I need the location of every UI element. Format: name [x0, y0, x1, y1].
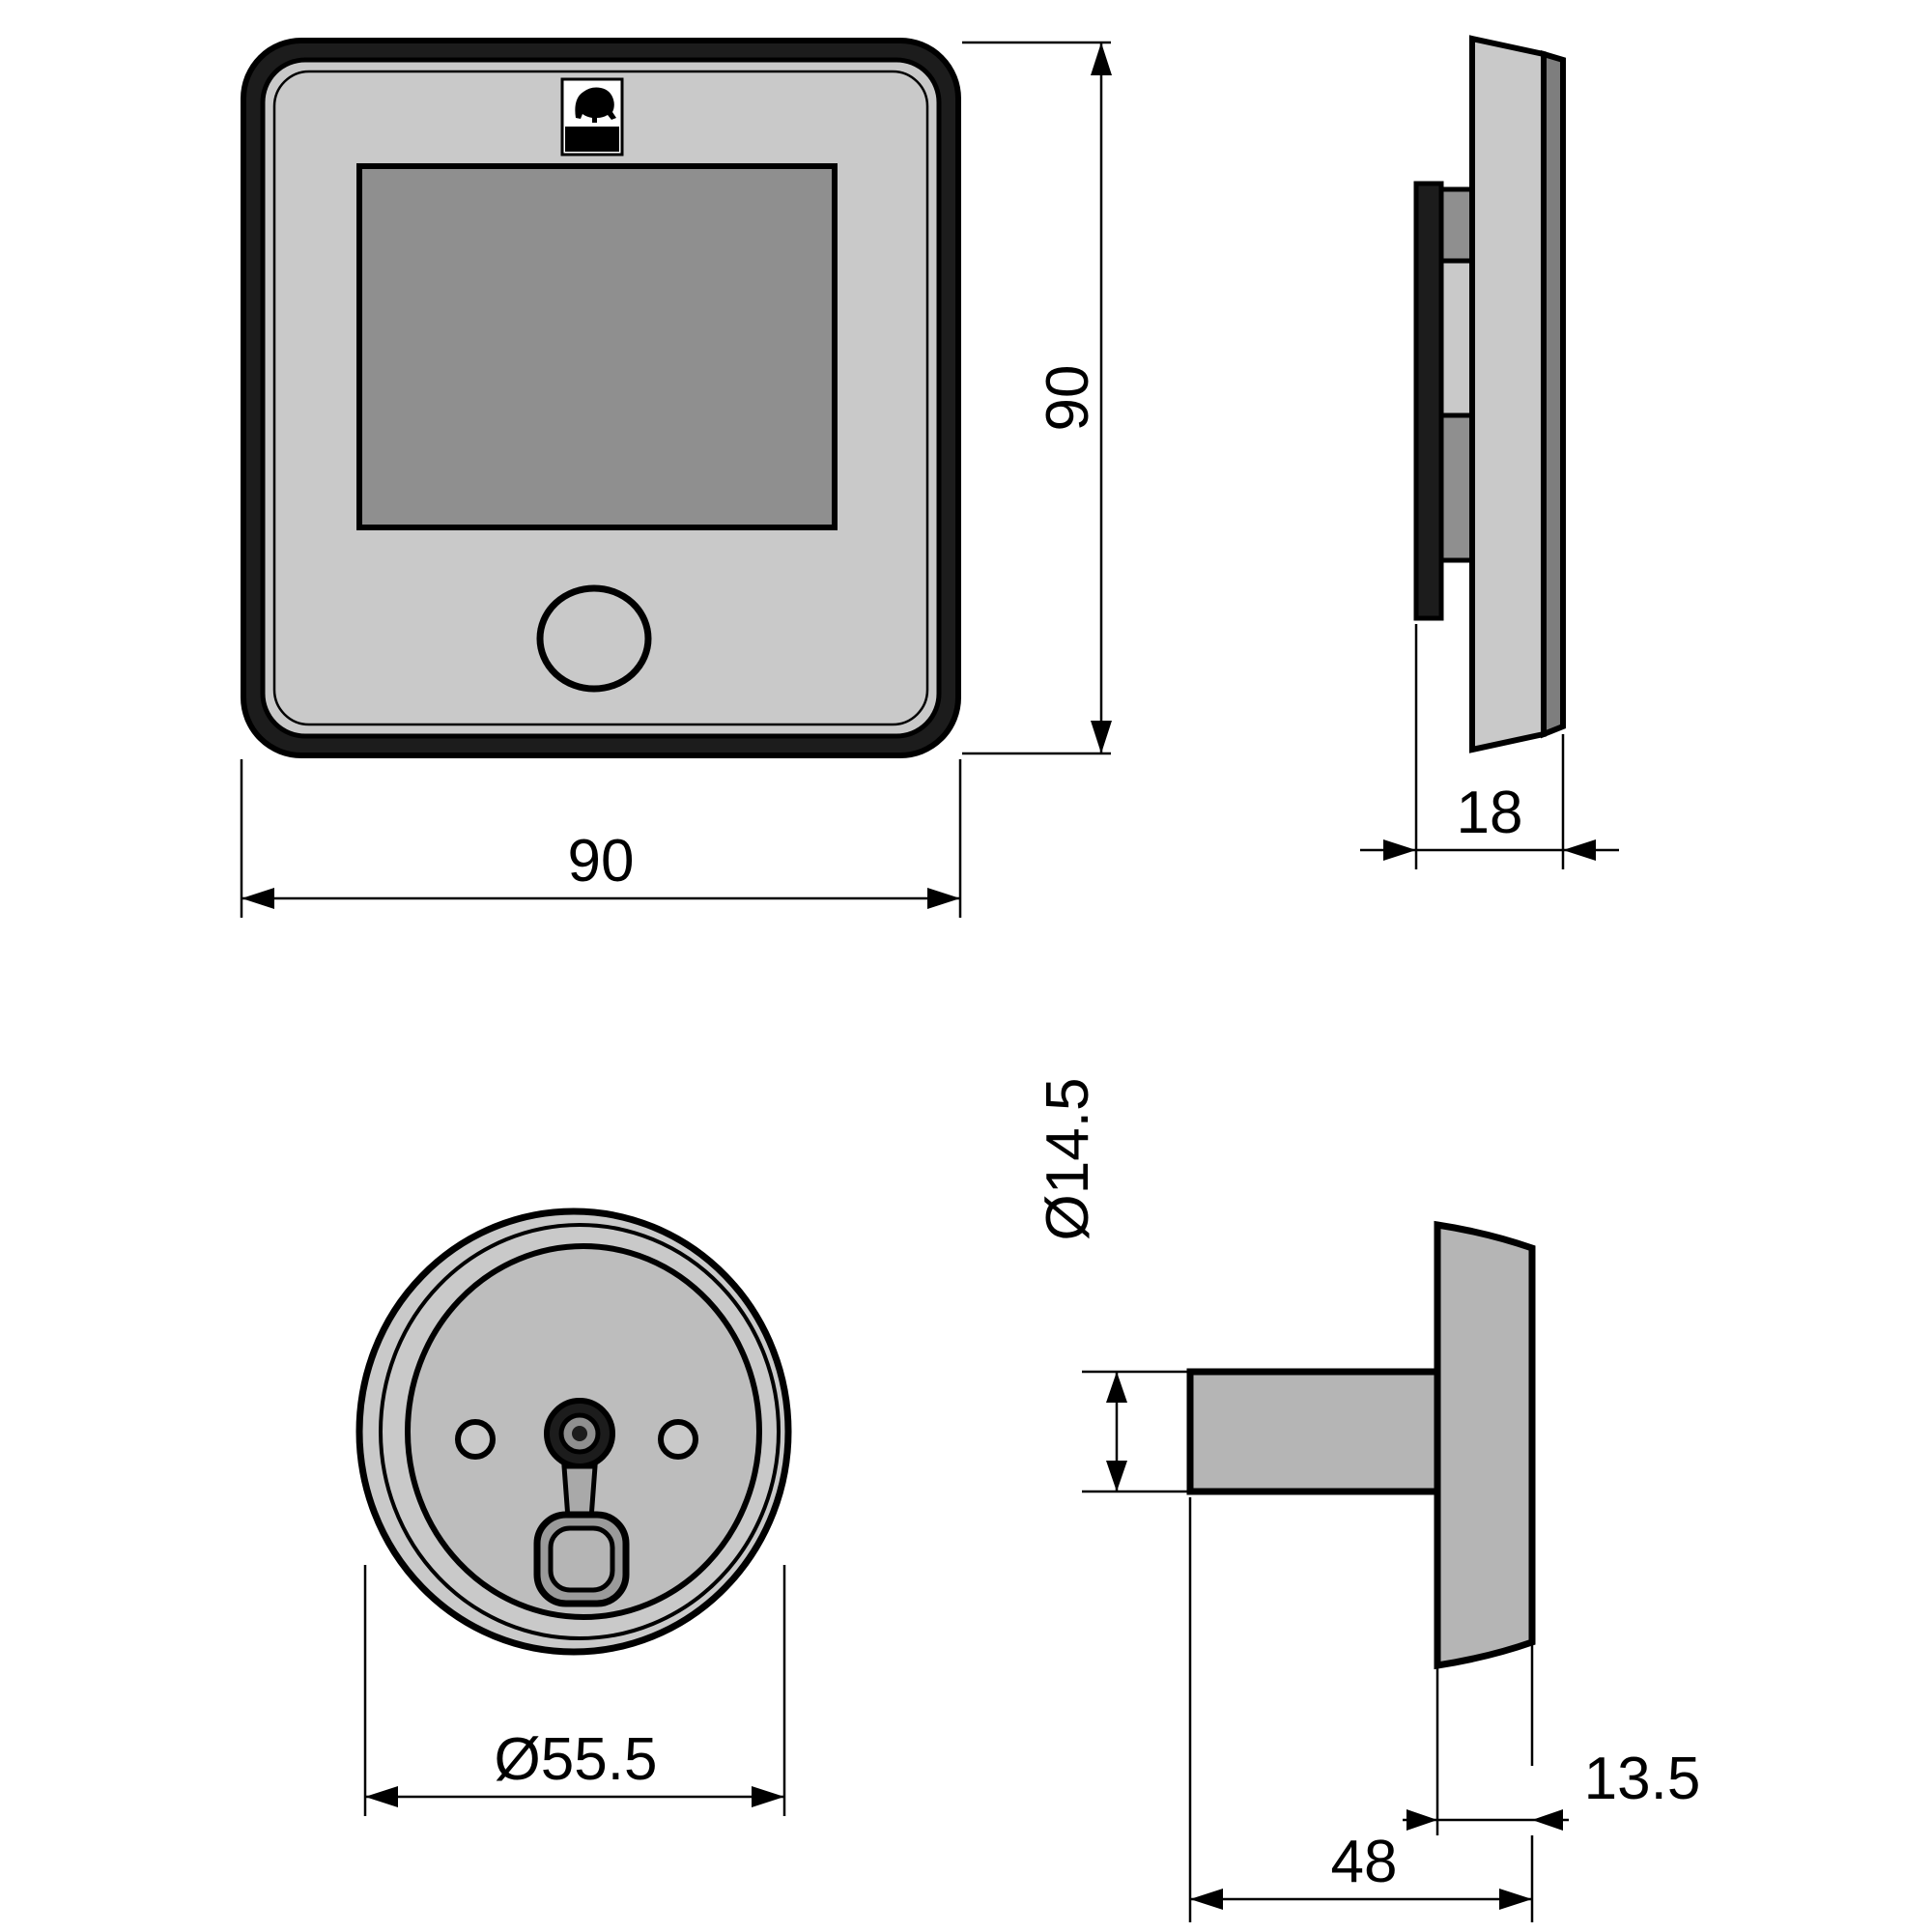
- front-view: BASI 90 90: [240, 38, 1112, 918]
- side-body: [1469, 35, 1547, 753]
- cap-depth-arrow-left: [1406, 1809, 1437, 1831]
- front-width-arrow-left: [242, 888, 274, 909]
- screw-hole-right: [658, 1419, 698, 1460]
- rear-side-view: Ø14.5 13.5 48: [1035, 1078, 1700, 1922]
- rear-dia-arrow-left: [365, 1786, 398, 1807]
- rear-dia-arrow-right: [752, 1786, 784, 1807]
- side-connector-middle: [1438, 258, 1475, 418]
- logo-elephant-icon: [575, 87, 616, 123]
- cap-depth-arrow-right: [1532, 1809, 1563, 1831]
- overall-label: 48: [1331, 1829, 1398, 1895]
- side-connector-upper: [1438, 186, 1475, 264]
- lens-pupil: [572, 1426, 587, 1441]
- shaft-dia-arrow-bottom: [1106, 1461, 1127, 1492]
- front-faceplate-inner-edge: [272, 70, 929, 726]
- rear-round-view: Ø55.5: [355, 1208, 792, 1816]
- front-height-arrow-top: [1091, 43, 1112, 75]
- logo-text: BASI: [567, 128, 618, 152]
- cap-depth-label: 13.5: [1584, 1746, 1701, 1812]
- front-height-arrow-bottom: [1091, 721, 1112, 753]
- overall-arrow-left: [1190, 1889, 1223, 1910]
- basi-logo: BASI: [560, 77, 624, 156]
- rear-housing-inner: [548, 1525, 615, 1593]
- side-front-edge: [1541, 49, 1566, 739]
- side-thickness-arrow-left: [1383, 839, 1416, 861]
- cap-body: [1434, 1220, 1536, 1670]
- shaft-dia-arrow-top: [1106, 1372, 1127, 1403]
- overall-arrow-right: [1499, 1889, 1532, 1910]
- display-screen: [356, 163, 838, 530]
- front-height-label: 90: [1035, 365, 1101, 432]
- side-view: 18: [1360, 35, 1619, 869]
- logo-label-bg: [565, 127, 619, 152]
- camera-button[interactable]: [536, 584, 652, 693]
- rear-dia-label: Ø55.5: [495, 1726, 658, 1793]
- front-width-label: 90: [568, 828, 635, 895]
- side-connector-lower: [1438, 412, 1475, 563]
- shaft-dia-label: Ø14.5: [1035, 1078, 1101, 1241]
- front-width-arrow-right: [927, 888, 960, 909]
- screw-hole-left: [455, 1419, 496, 1460]
- lens-neck: [561, 1463, 598, 1521]
- side-thickness-arrow-right: [1563, 839, 1596, 861]
- side-thickness-label: 18: [1457, 780, 1523, 846]
- shaft-body: [1186, 1368, 1441, 1495]
- side-rear-blade: [1413, 181, 1444, 621]
